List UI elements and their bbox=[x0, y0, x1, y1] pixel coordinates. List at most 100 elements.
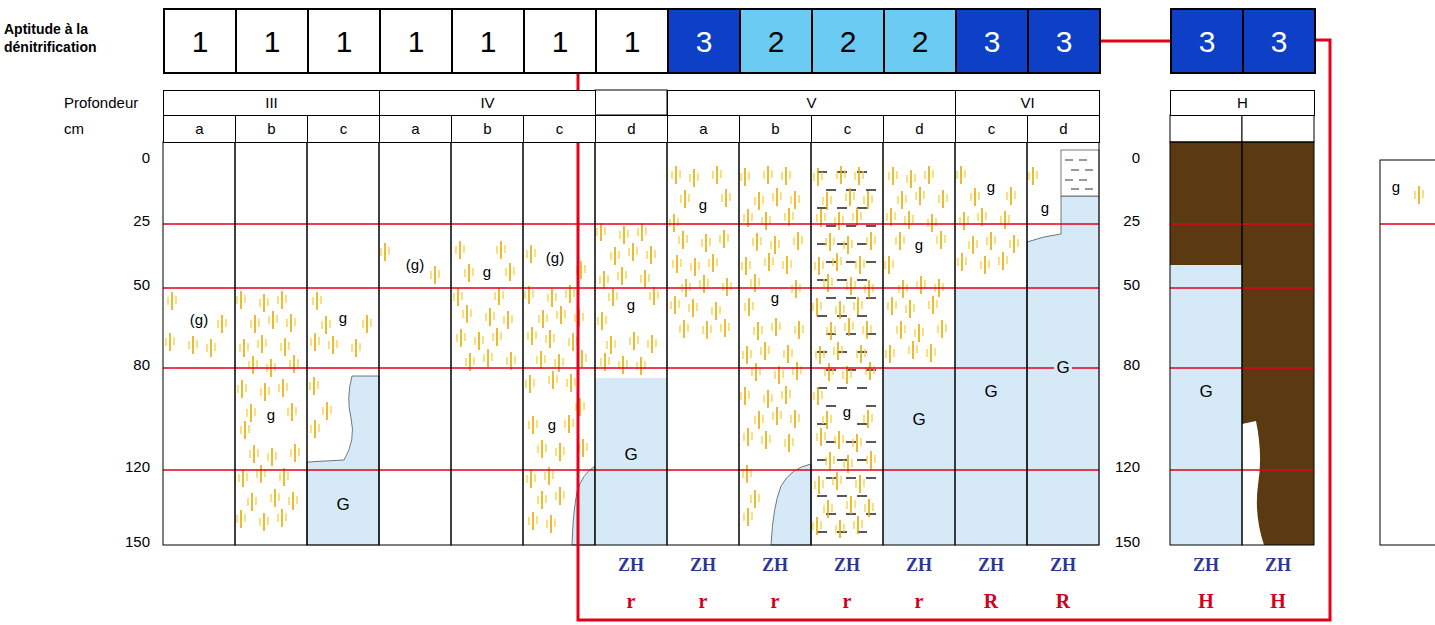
depth-tick: 0 bbox=[142, 150, 150, 167]
mottle-symbol: (g) bbox=[544, 250, 566, 267]
profile-columns bbox=[163, 142, 1435, 545]
wetland-code: ZH bbox=[618, 556, 644, 576]
mottle-symbol: (g) bbox=[404, 257, 426, 274]
profile-column bbox=[307, 142, 379, 545]
score-number: 2 bbox=[768, 25, 785, 58]
row-title: Aptitude à la dénitrification bbox=[4, 20, 154, 56]
profile-subheader: a bbox=[379, 115, 452, 143]
score-number: 1 bbox=[336, 25, 353, 58]
mottle-symbol: g bbox=[985, 179, 997, 196]
wetland-code: ZH bbox=[690, 556, 716, 576]
depth-tick: 25 bbox=[133, 213, 150, 230]
surface-lens bbox=[1061, 150, 1099, 196]
profile-subheader: c bbox=[307, 115, 380, 143]
profile-column bbox=[1170, 142, 1242, 545]
mottle-symbol: g bbox=[625, 297, 637, 314]
profile-letter: a bbox=[411, 121, 419, 138]
score-number: 1 bbox=[480, 25, 497, 58]
mottle-symbol: g bbox=[1390, 179, 1402, 196]
profile-column bbox=[883, 142, 955, 545]
axis-title: Profondeur cm bbox=[64, 90, 152, 142]
profile-column bbox=[235, 142, 307, 545]
wetland-code: ZH bbox=[834, 556, 860, 576]
profile-subheader: c bbox=[811, 115, 884, 143]
aptitude-score-cell: 1 bbox=[379, 8, 453, 74]
gley-horizon bbox=[595, 378, 667, 545]
gley-symbol: G bbox=[622, 446, 639, 465]
soil-class-code: r bbox=[771, 590, 780, 612]
profile-group-header: V bbox=[667, 90, 956, 116]
gley-horizon bbox=[883, 368, 955, 545]
aptitude-score-cell: 1 bbox=[523, 8, 597, 74]
profile-group-header: IV bbox=[379, 90, 596, 116]
profile-column bbox=[1027, 142, 1099, 545]
aptitude-score-cell: 3 bbox=[1170, 8, 1244, 74]
profile-letter: c bbox=[988, 121, 996, 138]
wetland-code: ZH bbox=[762, 556, 788, 576]
depth-tick: 120 bbox=[125, 459, 150, 476]
profile-column bbox=[1242, 142, 1314, 545]
mottle-symbol: g bbox=[481, 264, 493, 281]
profile-letter: b bbox=[267, 121, 275, 138]
profile-letter: b bbox=[771, 121, 779, 138]
soil-class-code: H bbox=[1270, 590, 1286, 612]
gley-horizon bbox=[1027, 196, 1099, 545]
soil-class-code: r bbox=[843, 590, 852, 612]
gley-horizon bbox=[1242, 421, 1264, 545]
soil-class-code: r bbox=[915, 590, 924, 612]
bracket-link bbox=[1101, 40, 1170, 43]
aptitude-score-cell: 3 bbox=[1242, 8, 1316, 74]
depth-line bbox=[163, 224, 1435, 470]
soil-class-code: R bbox=[1056, 590, 1070, 612]
gley-horizon bbox=[1242, 142, 1314, 545]
gley-symbol: G bbox=[910, 411, 927, 430]
gley-horizon bbox=[771, 464, 811, 545]
blank-header-cell bbox=[1170, 115, 1242, 142]
profile-subheader: b bbox=[235, 115, 308, 143]
soil-class-code: r bbox=[627, 590, 636, 612]
mottle-symbol: g bbox=[546, 417, 558, 434]
score-number: 3 bbox=[1271, 25, 1288, 58]
clay-dashes bbox=[1065, 160, 1093, 189]
mottle-symbol: g bbox=[1039, 200, 1051, 217]
profile-letter: d bbox=[627, 121, 635, 138]
profile-subheader: a bbox=[163, 115, 236, 143]
score-number: 2 bbox=[840, 25, 857, 58]
profile-column bbox=[811, 142, 883, 545]
blank-header-cell bbox=[595, 90, 667, 115]
wetland-code: ZH bbox=[978, 556, 1004, 576]
profile-subheader: d bbox=[883, 115, 956, 143]
gley-symbol: G bbox=[334, 496, 351, 515]
profile-letter: c bbox=[844, 121, 852, 138]
aptitude-score-cell: 3 bbox=[1027, 8, 1101, 74]
aptitude-score-cell: 2 bbox=[739, 8, 813, 74]
gley-horizon bbox=[307, 376, 379, 545]
depth-tick: 150 bbox=[1115, 534, 1140, 551]
score-number: 3 bbox=[696, 25, 713, 58]
group-name: III bbox=[265, 95, 278, 112]
wetland-code: ZH bbox=[1050, 556, 1076, 576]
group-name: V bbox=[806, 95, 816, 112]
profile-group-header: VI bbox=[955, 90, 1100, 116]
group-name: H bbox=[1237, 95, 1248, 112]
score-number: 3 bbox=[984, 25, 1001, 58]
gley-horizon bbox=[1170, 265, 1242, 545]
profile-letter: a bbox=[195, 121, 203, 138]
profile-column bbox=[955, 142, 1027, 545]
mottle-symbol: g bbox=[769, 290, 781, 307]
depth-tick: 50 bbox=[1123, 277, 1140, 294]
profile-subheader: d bbox=[595, 115, 668, 143]
score-number: 2 bbox=[912, 25, 929, 58]
horizon-fills bbox=[307, 142, 1314, 545]
depth-tick: 50 bbox=[133, 277, 150, 294]
gley-horizon bbox=[955, 288, 1027, 545]
profile-subheader: c bbox=[955, 115, 1028, 143]
blank-header-cell bbox=[1242, 115, 1314, 142]
wetland-code: ZH bbox=[906, 556, 932, 576]
profile-letter: b bbox=[483, 121, 491, 138]
mottle-symbol: g bbox=[337, 310, 349, 327]
profile-letter: a bbox=[699, 121, 707, 138]
gley-symbol: G bbox=[1197, 383, 1214, 402]
profile-column bbox=[451, 142, 523, 545]
aptitude-score-cell: 1 bbox=[307, 8, 381, 74]
